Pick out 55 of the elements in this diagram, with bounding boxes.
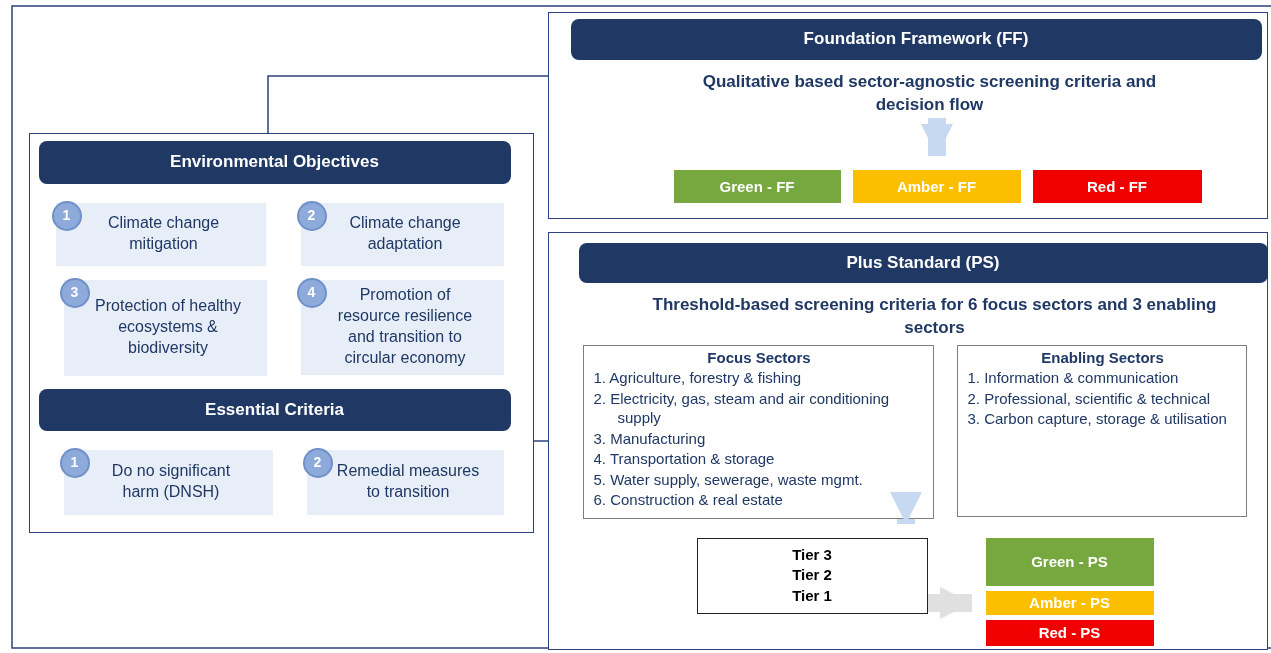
list-item: 2. Electricity, gas, steam and air conditioning supply <box>593 388 891 428</box>
subtitle-text: Qualitative based sector-agnostic screening criteria and decision flow <box>669 69 1190 118</box>
objective-box <box>55 202 266 266</box>
connector-line <box>533 440 549 442</box>
objective-text: Promotion of resource resilience and transition to circular economy <box>336 285 474 368</box>
list-heading: Focus Sectors <box>706 347 812 367</box>
panel-box <box>548 232 1268 650</box>
rating-bar: Green - FF <box>673 169 841 203</box>
tier-box <box>696 537 928 614</box>
rating-bar: Amber - PS <box>985 590 1154 615</box>
connector-line <box>267 75 549 134</box>
list-item: 2. Professional, scientific & technical <box>967 388 1212 408</box>
block-arrow <box>921 118 953 156</box>
objective-box <box>63 449 273 515</box>
list-item: 1. Agriculture, forestry & fishing <box>593 368 803 388</box>
number-badge: 4 <box>296 277 327 308</box>
number-badge: 2 <box>296 200 327 231</box>
objective-text: Climate change mitigation <box>106 213 221 254</box>
list-item: 1. Information & communication <box>967 368 1180 388</box>
tier-label: Tier 1 <box>792 585 832 606</box>
list-item: 3. Manufacturing <box>593 428 707 448</box>
tier-label: Tier 2 <box>792 565 832 586</box>
subtitle-text: Threshold-based screening criteria for 6 focus sectors and 3 enabling sectors <box>644 291 1225 342</box>
list-item: 3. Carbon capture, storage & utilisation <box>967 409 1228 429</box>
header-bar: Foundation Framework (FF) <box>570 18 1262 60</box>
number-badge: 2 <box>302 447 333 478</box>
sector-list-box <box>582 344 934 519</box>
list-item: 5. Water supply, sewerage, waste mgmt. <box>593 469 864 489</box>
objective-box <box>63 279 267 376</box>
rating-bar: Green - PS <box>985 537 1154 586</box>
panel-box <box>29 133 534 533</box>
sector-list-box <box>956 344 1247 517</box>
number-badge: 3 <box>59 277 90 308</box>
tier-label: Tier 3 <box>792 545 832 566</box>
list-item: 4. Transportation & storage <box>593 449 776 469</box>
objective-box <box>300 202 504 266</box>
number-badge: 1 <box>59 447 90 478</box>
list-item: 6. Construction & real estate <box>593 490 784 510</box>
objective-text: Do no significant harm (DNSH) <box>110 461 232 502</box>
rating-bar: Red - PS <box>985 619 1154 646</box>
list-heading: Enabling Sectors <box>1040 347 1165 367</box>
rating-bar: Amber - FF <box>852 169 1021 203</box>
rating-bar: Red - FF <box>1032 169 1202 203</box>
block-arrow <box>928 587 972 619</box>
number-badge: 1 <box>51 200 82 231</box>
header-bar: Essential Criteria <box>38 388 511 431</box>
objective-text: Remedial measures to transition <box>336 461 480 502</box>
objective-text: Climate change adaptation <box>348 213 462 254</box>
objective-box <box>306 449 504 515</box>
block-arrow <box>890 492 922 524</box>
panel-box <box>548 12 1268 219</box>
objective-box <box>300 279 504 375</box>
header-bar: Plus Standard (PS) <box>578 242 1268 283</box>
header-bar: Environmental Objectives <box>38 140 511 184</box>
objective-text: Protection of healthy ecosystems & biodiversity <box>94 296 242 358</box>
